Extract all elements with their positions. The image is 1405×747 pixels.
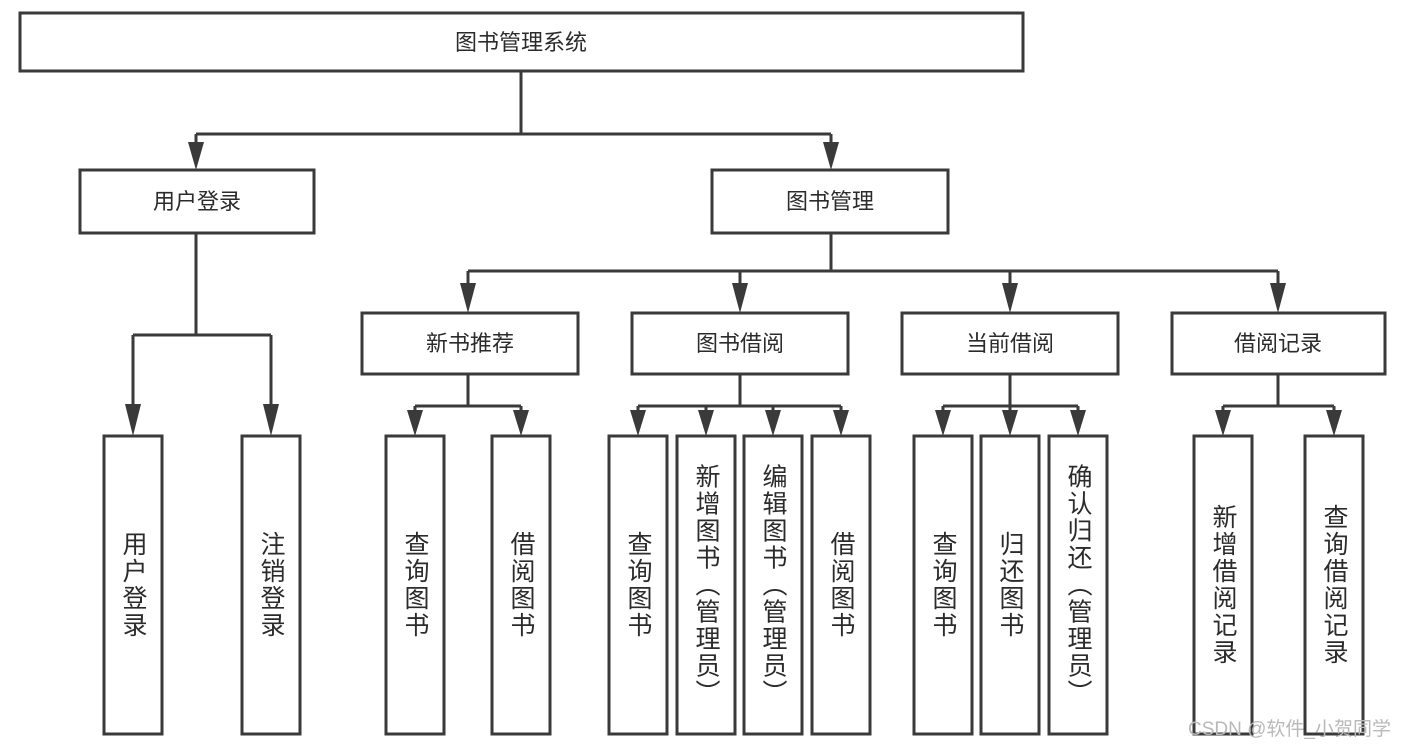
node-leaf-borrow-book-2-box[interactable] xyxy=(810,434,872,736)
arrow-new-book-recommend xyxy=(460,283,476,313)
node-leaf-query-book-1[interactable]: 查询图书 xyxy=(384,434,446,736)
node-root-label: 图书管理系统 xyxy=(455,30,587,55)
arrow-leaf-borrow-book-2 xyxy=(833,410,849,436)
node-user-login[interactable]: 用户登录 xyxy=(78,168,316,235)
node-leaf-add-record-label: 新增借阅记录 xyxy=(1209,504,1238,666)
node-leaf-edit-book-box[interactable] xyxy=(742,434,804,736)
arrow-current-borrow xyxy=(1002,283,1018,313)
node-root-box[interactable] xyxy=(18,11,1025,73)
arrow-leaf-query-book-1 xyxy=(407,410,423,436)
arrow-borrow-record xyxy=(1270,283,1286,313)
arrow-leaf-add-record xyxy=(1215,410,1231,436)
node-leaf-confirm-return[interactable]: 确认归还（管理员） xyxy=(1047,434,1109,736)
node-leaf-return-book-box[interactable] xyxy=(979,434,1041,736)
node-leaf-query-book-2-box[interactable] xyxy=(607,434,669,736)
node-leaf-add-book-label: 新增图书（管理员） xyxy=(692,464,721,707)
arrow-leaf-query-record xyxy=(1326,410,1342,436)
node-leaf-add-record[interactable]: 新增借阅记录 xyxy=(1192,434,1254,736)
node-book-manage[interactable]: 图书管理 xyxy=(710,168,950,235)
node-leaf-confirm-return-box[interactable] xyxy=(1047,434,1109,736)
node-new-book-recommend[interactable]: 新书推荐 xyxy=(360,311,580,376)
arrow-leaf-user-login xyxy=(125,404,141,436)
node-leaf-query-book-3-label: 查询图书 xyxy=(929,531,958,639)
node-leaf-query-record[interactable]: 查询借阅记录 xyxy=(1303,434,1365,736)
node-leaf-return-book[interactable]: 归还图书 xyxy=(979,434,1041,736)
arrow-leaf-edit-book xyxy=(765,410,781,436)
node-leaf-query-record-box[interactable] xyxy=(1303,434,1365,736)
node-leaf-borrow-book-2[interactable]: 借阅图书 xyxy=(810,434,872,736)
node-leaf-query-book-2-label: 查询图书 xyxy=(624,531,653,639)
connectors-layer xyxy=(125,71,1342,436)
node-current-borrow[interactable]: 当前借阅 xyxy=(900,311,1120,376)
node-leaf-user-login-box[interactable] xyxy=(102,434,164,736)
node-leaf-edit-book[interactable]: 编辑图书（管理员） xyxy=(742,434,804,736)
node-borrow-record-label: 借阅记录 xyxy=(1234,331,1322,356)
node-leaf-confirm-return-label: 确认归还（管理员） xyxy=(1064,464,1093,707)
node-borrow-record[interactable]: 借阅记录 xyxy=(1170,311,1387,376)
arrow-leaf-query-book-2 xyxy=(630,410,646,436)
arrow-leaf-borrow-book-1 xyxy=(513,410,529,436)
node-user-login-box[interactable] xyxy=(78,168,316,235)
node-book-manage-box[interactable] xyxy=(710,168,950,235)
node-leaf-add-book[interactable]: 新增图书（管理员） xyxy=(675,434,737,736)
arrow-leaf-add-book xyxy=(698,410,714,436)
node-book-borrow-label: 图书借阅 xyxy=(696,331,784,356)
arrow-book-borrow xyxy=(732,283,748,313)
node-current-borrow-label: 当前借阅 xyxy=(966,331,1054,356)
node-leaf-borrow-book-1-box[interactable] xyxy=(490,434,552,736)
node-leaf-query-book-1-box[interactable] xyxy=(384,434,446,736)
node-current-borrow-box[interactable] xyxy=(900,311,1120,376)
node-borrow-record-box[interactable] xyxy=(1170,311,1387,376)
node-leaf-borrow-book-1-label: 借阅图书 xyxy=(507,531,536,639)
node-leaf-user-login[interactable]: 用户登录 xyxy=(102,434,164,736)
node-root[interactable]: 图书管理系统 xyxy=(18,11,1025,73)
node-user-login-label: 用户登录 xyxy=(153,189,241,214)
node-leaf-query-book-3[interactable]: 查询图书 xyxy=(912,434,974,736)
node-leaf-query-book-3-box[interactable] xyxy=(912,434,974,736)
node-leaf-add-book-box[interactable] xyxy=(675,434,737,736)
arrow-user-login xyxy=(188,142,204,170)
node-new-book-recommend-label: 新书推荐 xyxy=(426,331,514,356)
node-book-borrow-box[interactable] xyxy=(630,311,850,376)
node-leaf-borrow-book-2-label: 借阅图书 xyxy=(827,531,856,639)
node-leaf-query-book-1-label: 查询图书 xyxy=(401,531,430,639)
node-leaf-query-record-label: 查询借阅记录 xyxy=(1320,504,1349,666)
node-leaf-return-book-label: 归还图书 xyxy=(996,531,1025,639)
node-leaf-logout-box[interactable] xyxy=(240,434,302,736)
node-leaf-add-record-box[interactable] xyxy=(1192,434,1254,736)
arrow-leaf-confirm-return xyxy=(1070,410,1086,436)
arrow-leaf-return-book xyxy=(1002,410,1018,436)
arrow-book-manage xyxy=(823,142,839,170)
arrow-leaf-query-book-3 xyxy=(935,410,951,436)
node-new-book-recommend-box[interactable] xyxy=(360,311,580,376)
node-book-manage-label: 图书管理 xyxy=(786,189,874,214)
node-leaf-logout[interactable]: 注销登录 xyxy=(240,434,302,736)
arrow-leaf-logout xyxy=(263,404,279,436)
node-leaf-user-login-label: 用户登录 xyxy=(119,531,148,639)
node-leaf-edit-book-label: 编辑图书（管理员） xyxy=(759,464,788,707)
node-book-borrow[interactable]: 图书借阅 xyxy=(630,311,850,376)
node-leaf-logout-label: 注销登录 xyxy=(257,531,286,639)
node-leaf-query-book-2[interactable]: 查询图书 xyxy=(607,434,669,736)
node-leaf-borrow-book-1[interactable]: 借阅图书 xyxy=(490,434,552,736)
